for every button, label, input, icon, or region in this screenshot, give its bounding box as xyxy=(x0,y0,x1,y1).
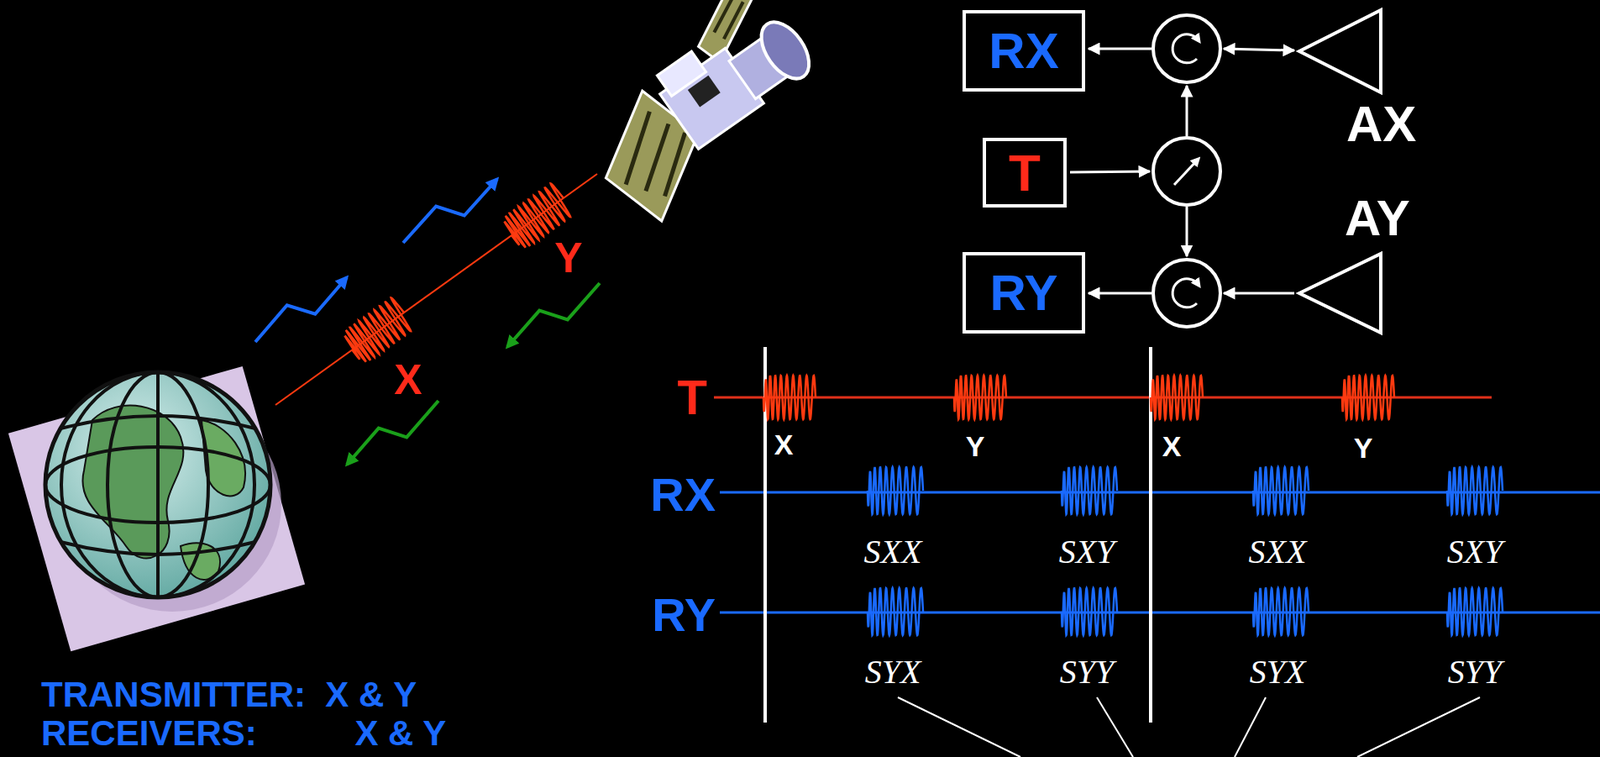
antenna-triangle xyxy=(1299,253,1381,333)
rf-pulse xyxy=(1447,587,1503,635)
globe xyxy=(8,366,305,651)
block-label: RY xyxy=(989,267,1058,319)
row-label: T xyxy=(677,372,708,422)
beam-line xyxy=(275,173,598,405)
caption-text: TRANSMITTER: X & Y xyxy=(41,676,417,713)
lightning-arrows xyxy=(255,178,600,465)
block-label: RX xyxy=(988,26,1059,77)
pulse-label: X xyxy=(393,358,422,401)
coil-pulses xyxy=(340,182,576,366)
radio-wave-arrow xyxy=(346,400,439,465)
block-box: RY xyxy=(962,251,1086,334)
row-label: RY xyxy=(651,591,716,639)
pulse-label: Y xyxy=(965,431,986,461)
signal-name: SXX xyxy=(1248,535,1307,569)
signal-name: SYY xyxy=(1059,655,1115,689)
rf-pulse xyxy=(1150,375,1203,420)
antenna-symbol: AY xyxy=(1297,251,1383,335)
antenna-triangle xyxy=(1299,10,1381,93)
caption-text: RECEIVERS: X & Y xyxy=(41,715,446,751)
block-box: T xyxy=(982,137,1067,208)
pulse-label: X xyxy=(774,430,794,459)
antenna-symbol: AX xyxy=(1297,8,1383,95)
signal-name: SXY xyxy=(1447,535,1504,569)
rf-pulse xyxy=(1342,375,1395,420)
signal-arrows xyxy=(1070,48,1295,294)
rf-pulse xyxy=(954,375,1007,420)
rf-pulse xyxy=(1061,466,1118,515)
pulse-label: Y xyxy=(1353,433,1374,462)
row-label: RX xyxy=(650,471,716,519)
signal-name: SYX xyxy=(1249,655,1307,689)
radio-wave-arrow xyxy=(403,178,498,243)
block-box: RX xyxy=(962,10,1086,92)
antenna-outline xyxy=(1297,251,1383,335)
coil-pulse xyxy=(340,296,416,366)
timing-diagram xyxy=(713,346,1600,757)
radio-wave-arrow xyxy=(507,283,600,347)
rf-pulse xyxy=(763,375,816,420)
radio-wave-arrow xyxy=(255,277,347,342)
rf-pulse xyxy=(867,587,924,635)
antenna-label: AY xyxy=(1344,193,1411,244)
signal-name: SXY xyxy=(1059,535,1116,569)
pulse-label: X xyxy=(1162,431,1182,461)
circulators xyxy=(1153,15,1221,327)
antenna-outline xyxy=(1297,8,1383,95)
block-label: T xyxy=(1008,146,1041,200)
antenna-label: AX xyxy=(1346,99,1417,150)
signal-name: SYX xyxy=(865,655,922,689)
rf-pulse xyxy=(1447,466,1503,515)
signal-name: SYY xyxy=(1447,655,1503,689)
circulator-arrows xyxy=(1172,34,1199,308)
rf-pulse xyxy=(1253,466,1309,515)
rf-pulse xyxy=(1061,587,1118,635)
satellite xyxy=(555,0,840,233)
rf-pulse xyxy=(867,466,924,515)
pulse-label: Y xyxy=(554,236,583,279)
rf-pulse xyxy=(1253,587,1309,635)
signal-name: SXX xyxy=(864,535,923,569)
